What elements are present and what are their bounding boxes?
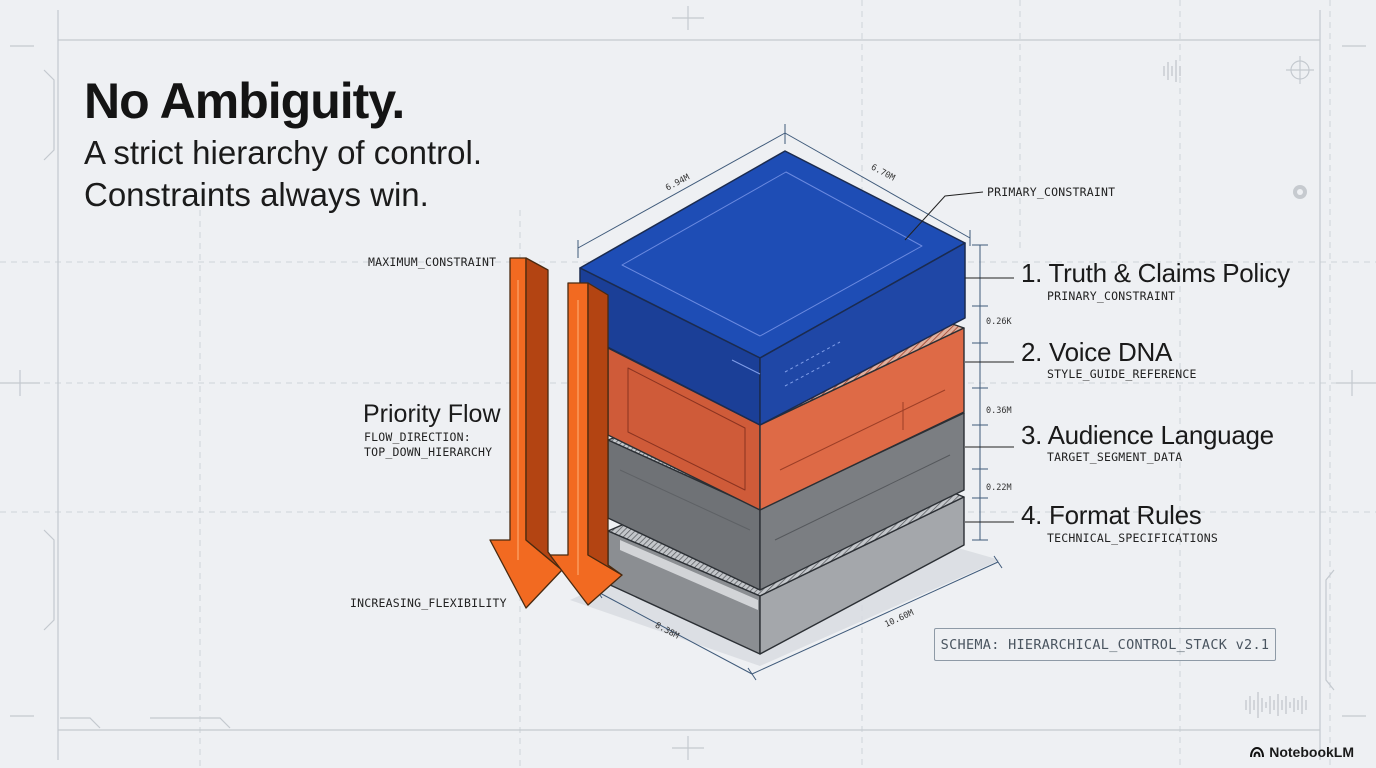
subtitle-line-1: A strict hierarchy of control. (84, 134, 482, 171)
primary-constraint-leader (904, 191, 984, 241)
flow-direction-value: TOP_DOWN_HIERARCHY (364, 445, 493, 459)
vertical-dimension-lines (972, 244, 988, 541)
top-dimension-lines (577, 124, 971, 258)
layer-3-code: TARGET_SEGMENT_DATA (1047, 450, 1183, 464)
subtitle-line-2: Constraints always win. (84, 176, 429, 213)
layer-2-code: STYLE_GUIDE_REFERENCE (1047, 367, 1197, 381)
layer-1-code: PRINARY_CONSTRAINT (1047, 289, 1176, 303)
flow-direction-label: FLOW_DIRECTION: (364, 430, 471, 444)
layer-2-title: 2. Voice DNA (1021, 337, 1173, 367)
primary-constraint-label: PRIMARY_CONSTRAINT (987, 185, 1116, 199)
priority-flow-title: Priority Flow (363, 400, 501, 428)
notebooklm-logo-icon (1250, 746, 1265, 757)
dim-gap-2: 0.36M (986, 406, 1012, 416)
layer-3-title: 3. Audience Language (1021, 420, 1274, 450)
layer-4-title: 4. Format Rules (1021, 500, 1202, 530)
dim-gap-1: 0.26K (986, 317, 1012, 327)
schema-box: SCHEMA: HIERARCHICAL_CONTROL_STACK v2.1 (934, 628, 1276, 661)
priority-flow-arrows (489, 257, 623, 609)
page-title: No Ambiguity. (84, 73, 405, 129)
brand-watermark: NotebookLM (1250, 744, 1354, 760)
layer-4-code: TECHNICAL_SPECIFICATIONS (1047, 531, 1218, 545)
maximum-constraint-label: MAXIMUM_CONSTRAINT (368, 255, 497, 269)
dim-gap-3: 0.22M (986, 483, 1012, 493)
increasing-flexibility-label: INCREASING_FLEXIBILITY (350, 596, 507, 610)
layer-1-block (579, 150, 966, 426)
layer-1-title: 1. Truth & Claims Policy (1021, 258, 1290, 288)
gear-icon (1293, 185, 1307, 199)
label-connectors (965, 277, 1014, 523)
brand-name: NotebookLM (1269, 744, 1354, 760)
schema-label: SCHEMA: HIERARCHICAL_CONTROL_STACK v2.1 (940, 636, 1270, 653)
